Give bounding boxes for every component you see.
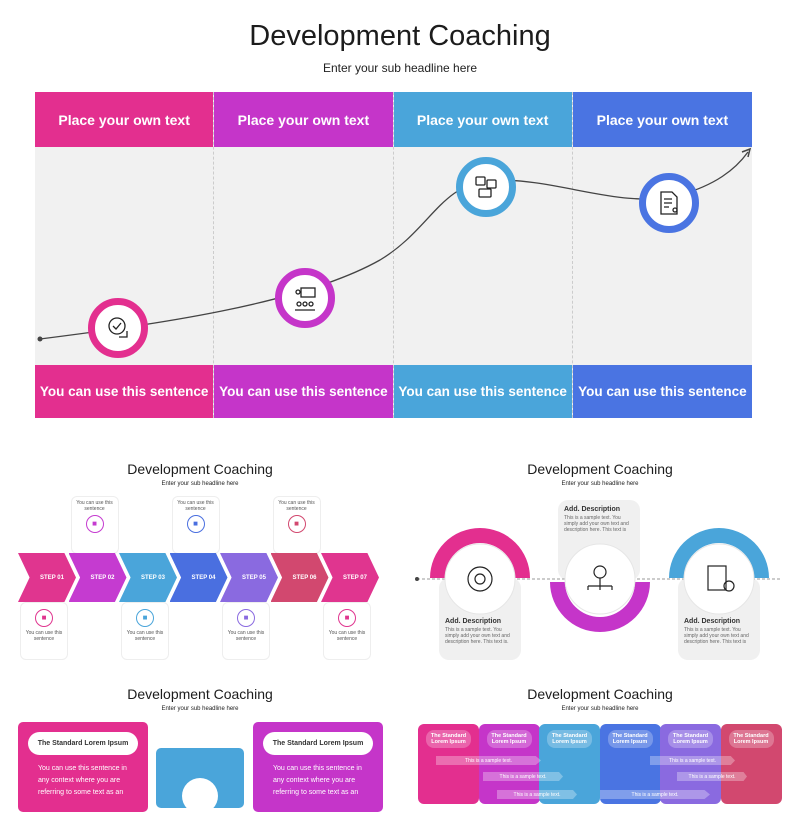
step-chevron[interactable]: STEP 03 (119, 553, 177, 602)
hand-check-icon (88, 298, 148, 358)
thumb2-subtitle: Enter your sub headline here (561, 481, 639, 487)
presentation-icon: ■ (85, 515, 104, 533)
person-checklist-icon: ■ (338, 609, 356, 627)
column-header[interactable]: Place your own text (214, 92, 393, 147)
thumb4-subtitle: Enter your sub headline here (561, 706, 639, 712)
step-text: You can use this sentence (25, 630, 63, 642)
axis-start-dot (415, 577, 419, 581)
column-label: The Standard Lorem Ipsum (547, 730, 592, 748)
card-text: You can use this sentence in any context… (273, 765, 362, 796)
chart-board-icon: ■ (35, 609, 53, 627)
sample-bar: This is a sample text. (436, 756, 541, 765)
column-footer[interactable]: You can use this sentence (393, 365, 572, 418)
step-chevron[interactable]: STEP 06 (270, 553, 329, 602)
timeline-panel: Place your own text You can use this sen… (35, 92, 752, 418)
column-footer[interactable]: You can use this sentence (572, 365, 752, 418)
step-text: You can use this sentence (278, 500, 315, 512)
report-icon: ■ (287, 515, 306, 533)
thumb1-title: Development Coaching (127, 461, 273, 477)
sample-bar: This is a sample text. (497, 790, 577, 799)
laptop-icon: ■ (237, 609, 255, 627)
column-header[interactable]: Place your own text (572, 92, 752, 147)
column-3: Place your own text You can use this sen… (393, 92, 573, 418)
description-text: This is a sample text. You simply add yo… (684, 627, 749, 645)
thumb3-subtitle: Enter your sub headline here (161, 706, 239, 712)
page-title: Development Coaching (249, 20, 551, 52)
step-card: ■ You can use this sentence (20, 602, 68, 660)
column-4: Place your own text You can use this sen… (572, 92, 752, 418)
page-subtitle: Enter your sub headline here (322, 61, 478, 75)
card-heading: The Standard Lorem Ipsum (263, 732, 373, 755)
column-label: The Standard Lorem Ipsum (486, 730, 532, 748)
lorem-column: The Standard Lorem Ipsum (599, 724, 661, 804)
whiteboard-icon: ■ (136, 609, 154, 627)
column-label: The Standard Lorem Ipsum (728, 730, 774, 748)
curve-line (39, 151, 749, 340)
column-1: Place your own text You can use this sen… (35, 92, 215, 418)
document-share-icon (639, 173, 699, 233)
lorem-column: The Standard Lorem Ipsum (478, 724, 540, 804)
column-footer[interactable]: You can use this sentence (214, 365, 393, 418)
description-heading: Add. Description (445, 618, 502, 625)
arc-purple (550, 582, 650, 632)
thumb3-title: Development Coaching (127, 686, 273, 702)
step-card: ■ You can use this sentence (323, 602, 371, 660)
step-chevron[interactable]: STEP 05 (220, 553, 278, 602)
report-coins-icon (683, 543, 755, 615)
step-chevron[interactable]: STEP 07 (321, 553, 379, 602)
step-chevron[interactable]: STEP 04 (169, 553, 228, 602)
step-card: ■ You can use this sentence (222, 602, 270, 660)
sample-bar: This is a sample text. (600, 790, 710, 799)
presentation-audience-icon (275, 268, 335, 328)
step-text: You can use this sentence (76, 500, 113, 512)
sample-bar: This is a sample text. (483, 772, 563, 781)
column-label: The Standard Lorem Ipsum (426, 730, 471, 748)
step-text: You can use this sentence (227, 630, 265, 642)
column-header[interactable]: Place your own text (393, 92, 572, 147)
arrow-head-icon (741, 147, 752, 158)
description-heading: Add. Description (564, 506, 621, 513)
lorem-column: The Standard Lorem Ipsum (418, 724, 479, 804)
column-label: The Standard Lorem Ipsum (668, 730, 713, 748)
card-text: You can use this sentence in any context… (38, 765, 127, 796)
arc-blue (669, 528, 769, 578)
step-text: You can use this sentence (328, 630, 366, 642)
arc-diagram (415, 528, 780, 632)
step-text: You can use this sentence (177, 500, 214, 512)
sample-bar: This is a sample text. (650, 756, 735, 765)
description-text: This is a sample text. You simply add yo… (445, 627, 510, 645)
step-card: ■ You can use this sentence (121, 602, 169, 660)
sample-bar: This is a sample text. (677, 772, 747, 781)
chat-devices-icon (456, 157, 516, 217)
thumb4-title: Development Coaching (527, 686, 673, 702)
lorem-column: The Standard Lorem Ipsum (539, 724, 600, 804)
center-card (156, 748, 244, 814)
step-chevron[interactable]: STEP 02 (68, 553, 127, 602)
lorem-column: The Standard Lorem Ipsum (660, 724, 721, 804)
description-heading: Add. Description (684, 618, 741, 625)
description-text: This is a sample text. You simply add yo… (564, 515, 629, 533)
person-briefcase-icon: ■ (186, 515, 205, 533)
thumb2-title: Development Coaching (527, 461, 673, 477)
brain-gear-icon (444, 543, 516, 615)
column-header[interactable]: Place your own text (35, 92, 214, 147)
step-card: You can use this sentence ■ (70, 496, 119, 554)
arc-pink (430, 528, 530, 578)
column-label: The Standard Lorem Ipsum (607, 730, 653, 748)
step-text: You can use this sentence (126, 630, 164, 642)
step-card: You can use this sentence ■ (272, 496, 321, 554)
step-chevron[interactable]: STEP 01 (18, 553, 76, 602)
column-footer[interactable]: You can use this sentence (35, 365, 214, 418)
thumb1-subtitle: Enter your sub headline here (161, 481, 239, 487)
lorem-column: The Standard Lorem Ipsum (720, 724, 782, 804)
rocket-document-icon (182, 778, 218, 814)
column-2: Place your own text You can use this sen… (214, 92, 394, 418)
card-heading: The Standard Lorem Ipsum (28, 732, 138, 755)
step-card: You can use this sentence ■ (171, 496, 220, 554)
